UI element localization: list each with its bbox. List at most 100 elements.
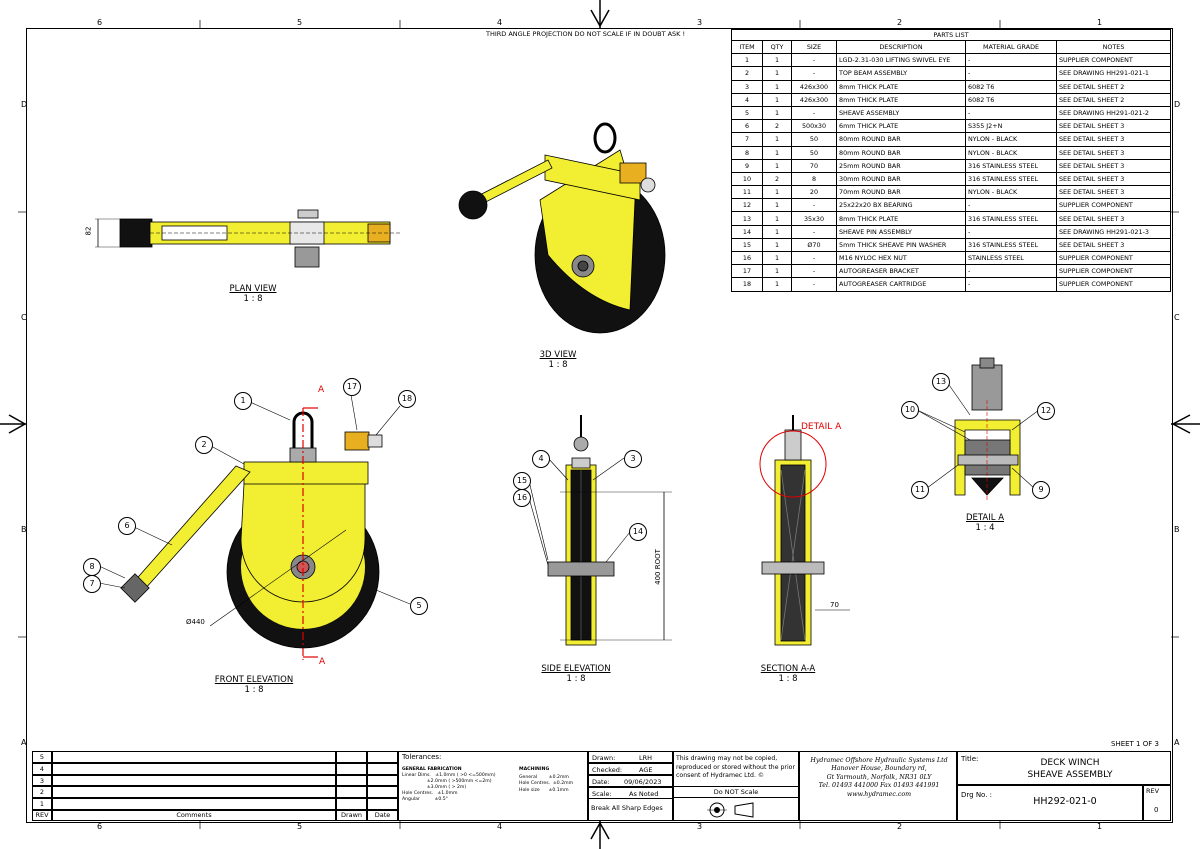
cell-item: 7 <box>731 132 763 147</box>
rev-row-date <box>367 762 398 775</box>
plan-view-name: PLAN VIEW <box>229 284 277 294</box>
front-view-scale: 1 : 8 <box>244 685 264 695</box>
cell-notes: SEE DETAIL SHEET 3 <box>1056 119 1171 134</box>
cell-material: 316 STAINLESS STEEL <box>965 211 1057 226</box>
break-edges-note: Break All Sharp Edges <box>591 804 663 812</box>
scale-row: Scale: As Noted <box>588 787 673 799</box>
balloon-5: 5 <box>410 597 428 615</box>
rev-row-drawn <box>336 751 367 763</box>
detail-a-callout: DETAIL A <box>801 422 842 432</box>
balloon-18: 18 <box>398 390 416 408</box>
fabrication-tolerances: Linear Dims. ±1.0mm ( >0 <=500mm) ±2.0mm… <box>402 773 496 803</box>
centering-arrow-bottom <box>590 821 610 849</box>
cell-material: - <box>965 66 1057 81</box>
rev-row-drawn <box>336 762 367 775</box>
detail-view-label: DETAIL A 1 : 4 <box>915 513 1055 533</box>
cell-item: 13 <box>731 211 763 226</box>
cell-item: 12 <box>731 198 763 213</box>
rev-row-number: 4 <box>32 762 52 775</box>
rev-row-number: 3 <box>32 774 52 787</box>
cell-size: 8 <box>791 171 837 187</box>
plan-view-scale: 1 : 8 <box>243 294 263 304</box>
cell-size: Ø70 <box>791 237 837 253</box>
projection-note: THIRD ANGLE PROJECTION DO NOT SCALE IF I… <box>486 30 686 38</box>
cell-material: 316 STAINLESS STEEL <box>965 171 1057 187</box>
balloon-2: 2 <box>195 436 213 454</box>
fabrication-tolerance-line: Linear Dims. ±1.0mm ( >0 <=500mm) <box>402 773 496 778</box>
cell-description: 5mm THICK SHEAVE PIN WASHER <box>836 237 966 253</box>
rev-row-date <box>367 751 398 763</box>
tolerances-title: Tolerances: <box>402 753 442 761</box>
cell-qty: 1 <box>762 211 792 226</box>
zone-row-b: B <box>21 525 27 534</box>
zone-col-1-bottom: 1 <box>1097 822 1103 831</box>
cell-notes: SEE DETAIL SHEET 2 <box>1056 92 1171 107</box>
drawn-value: LRH <box>639 754 653 762</box>
parts-list-table: PARTS LIST ITEM QTY SIZE DESCRIPTION MAT… <box>731 29 1171 292</box>
cell-notes: SEE DETAIL SHEET 2 <box>1056 79 1171 94</box>
cell-size: 500x30 <box>791 119 837 134</box>
cell-material: - <box>965 53 1057 68</box>
cell-description: 30mm ROUND BAR <box>836 171 966 187</box>
cell-qty: 1 <box>762 132 792 147</box>
rev-row-comment <box>52 751 336 763</box>
fabrication-tolerance-line: Hole Centres. ±1.0mm <box>402 791 458 797</box>
cell-qty: 1 <box>762 185 792 200</box>
cell-notes: SEE DETAIL SHEET 3 <box>1056 211 1171 226</box>
machining-heading: MACHINING <box>519 767 550 772</box>
cell-description: SHEAVE ASSEMBLY <box>836 105 966 121</box>
cell-item: 9 <box>731 158 763 173</box>
drawing-number-box <box>957 785 1143 821</box>
balloon-15: 15 <box>513 472 531 490</box>
zone-row-c-right: C <box>1174 313 1180 322</box>
balloon-7: 7 <box>83 575 101 593</box>
cell-size: 426x300 <box>791 79 837 94</box>
cell-material: STAINLESS STEEL <box>965 250 1057 266</box>
balloon-10: 10 <box>901 401 919 419</box>
company-line: Gt Yarmouth, Norfolk, NR31 0LY <box>826 773 932 781</box>
zone-col-5: 5 <box>297 18 303 27</box>
cell-notes: SEE DETAIL SHEET 3 <box>1056 237 1171 253</box>
iso-view-name: 3D VIEW <box>539 350 577 360</box>
zone-row-c: C <box>21 313 27 322</box>
plan-dim-82: 82 <box>84 226 93 236</box>
cell-material: 316 STAINLESS STEEL <box>965 237 1057 253</box>
company-line: Hanover House, Boundary rd, <box>831 765 927 773</box>
cell-qty: 1 <box>762 250 792 266</box>
fabrication-heading: GENERAL FABRICATION <box>402 767 462 772</box>
balloon-6: 6 <box>118 517 136 535</box>
cell-material: 6082 T6 <box>965 92 1057 107</box>
cell-item: 14 <box>731 224 763 239</box>
cell-notes: SEE DRAWING HH291-021-3 <box>1056 224 1171 239</box>
rev-row-date <box>367 786 398 799</box>
cell-notes: SUPPLIER COMPONENT <box>1056 277 1171 292</box>
cell-notes: SEE DETAIL SHEET 3 <box>1056 158 1171 173</box>
cell-material: S355 J2+N <box>965 119 1057 134</box>
balloon-12: 12 <box>1037 402 1055 420</box>
company-line: Tel. 01493 441000 Fax 01493 441991 <box>818 782 940 790</box>
rev-col-label: REV <box>32 810 52 821</box>
sheet-number: SHEET 1 OF 3 <box>1111 740 1159 748</box>
zone-row-d-right: D <box>1174 100 1181 109</box>
cell-size: 426x300 <box>791 92 837 107</box>
cell-material: - <box>965 264 1057 279</box>
cell-description: SHEAVE PIN ASSEMBLY <box>836 224 966 239</box>
cell-description: TOP BEAM ASSEMBLY <box>836 66 966 81</box>
company-block <box>799 751 957 821</box>
rev-row-comment <box>52 774 336 787</box>
machining-tolerance-line: General ±0.2mm <box>519 775 569 780</box>
projection-symbol-icon <box>707 802 754 818</box>
side-elevation-drawing <box>547 415 672 646</box>
cell-qty: 2 <box>762 119 792 134</box>
cell-qty: 1 <box>762 53 792 68</box>
machining-tolerance-line: Hole Centres. ±0.2mm <box>519 781 574 787</box>
checked-label: Checked: <box>592 766 623 774</box>
